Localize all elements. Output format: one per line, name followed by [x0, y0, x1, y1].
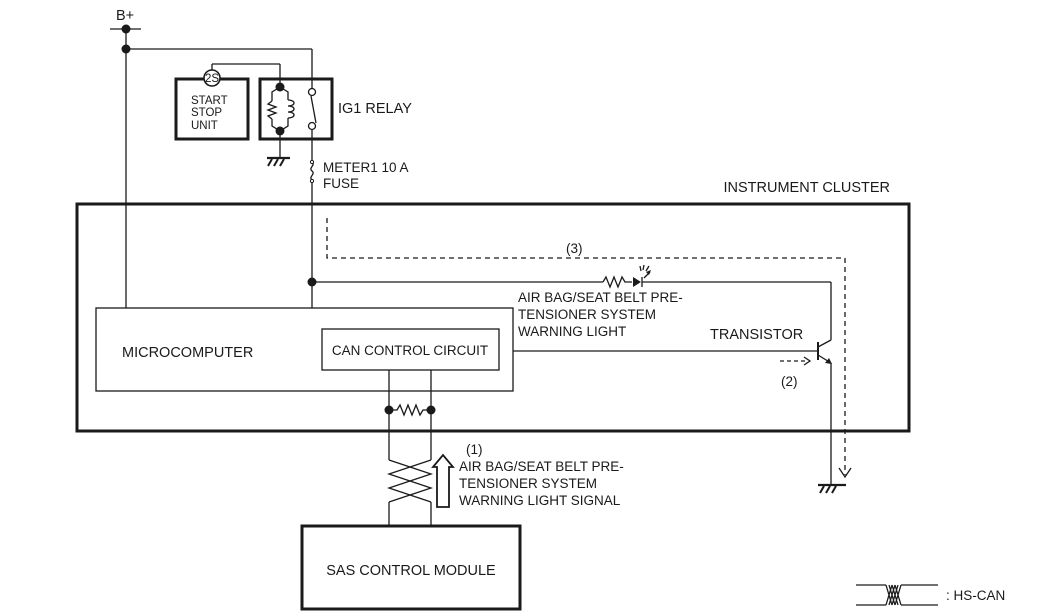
signal-label-line2: TENSIONER SYSTEM — [459, 476, 597, 491]
sas-control-module: SAS CONTROL MODULE — [300, 524, 522, 611]
fuse-terminal-top — [309, 159, 315, 165]
legend-twisted-pair-icon — [885, 584, 902, 606]
can-control-circuit-label: CAN CONTROL CIRCUIT — [332, 343, 488, 358]
instrument-cluster-label: INSTRUMENT CLUSTER — [724, 180, 891, 196]
connector-2s — [203, 69, 221, 87]
step-3-label: (3) — [566, 241, 583, 256]
microcomputer-box — [95, 307, 514, 392]
warning-light-led-icon — [633, 264, 651, 287]
ssu-label-line2: STOP — [191, 107, 222, 119]
connector-2s-label: 2S — [205, 73, 219, 85]
transistor: TRANSISTOR — [513, 327, 846, 494]
step-3-dashed-path — [326, 218, 846, 475]
step-2-indicator: (2) — [780, 356, 812, 389]
step-3-indicator: (3) — [326, 218, 852, 479]
fuse-label-line1: METER1 10 A — [323, 160, 409, 175]
fuse-label-line2: FUSE — [323, 176, 359, 191]
ground-icon-transistor — [818, 483, 846, 494]
legend-label: : HS-CAN — [946, 588, 1005, 603]
microcomputer-label: MICROCOMPUTER — [122, 345, 253, 361]
relay-contact-top — [307, 87, 317, 97]
relay-coil-lead-bottom — [279, 118, 289, 132]
b-plus-label: B+ — [116, 8, 134, 24]
b-plus-terminal: B+ — [110, 8, 313, 308]
step-3-arrow-icon — [838, 467, 852, 479]
ig1-relay-box — [258, 77, 334, 141]
hs-can-bus — [384, 370, 436, 525]
warning-light-label-line2: TENSIONER SYSTEM — [518, 307, 656, 322]
ig1-relay-label: IG1 RELAY — [338, 101, 412, 117]
ground-icon-relay — [267, 156, 290, 167]
step-1-label: (1) — [466, 442, 483, 457]
sas-control-module-label: SAS CONTROL MODULE — [326, 563, 496, 579]
transistor-label: TRANSISTOR — [710, 327, 803, 343]
start-stop-unit: 2S START STOP UNIT — [174, 63, 281, 141]
warning-light-label-line1: AIR BAG/SEAT BELT PRE- — [518, 290, 683, 305]
ssu-label-line1: START — [191, 95, 228, 107]
microcomputer: MICROCOMPUTER CAN CONTROL CIRCUIT — [95, 307, 514, 392]
warning-light-resistor-icon — [602, 275, 632, 289]
warning-light-label-line3: WARNING LIGHT — [518, 324, 626, 339]
relay-switch-icon — [310, 95, 317, 124]
instrument-cluster: INSTRUMENT CLUSTER — [75, 180, 911, 433]
step-2-arrow-icon — [803, 356, 812, 366]
instrument-cluster-box — [75, 202, 911, 433]
relay-resistor-icon — [266, 100, 278, 120]
transistor-collector — [817, 339, 832, 348]
relay-coil-lead-top — [279, 86, 289, 100]
transistor-emitter-arrow-icon — [825, 358, 832, 364]
warning-light-circuit: AIR BAG/SEAT BELT PRE- TENSIONER SYSTEM … — [312, 264, 832, 340]
relay-resistor-lead-top — [271, 86, 281, 101]
step-2-label: (2) — [781, 374, 798, 389]
sas-control-module-box — [300, 524, 522, 611]
fuse-icon — [310, 161, 314, 181]
step-1-indicator: (1) AIR BAG/SEAT BELT PRE- TENSIONER SYS… — [431, 442, 624, 508]
signal-label-line1: AIR BAG/SEAT BELT PRE- — [459, 459, 624, 474]
twisted-pair-icon-b — [386, 459, 434, 503]
relay-resistor-lead-bottom — [271, 119, 281, 132]
meter1-fuse: METER1 10 A FUSE — [307, 130, 409, 308]
ig1-relay: IG1 RELAY — [258, 77, 412, 167]
relay-coil-icon — [287, 99, 295, 119]
can-control-circuit-box — [321, 328, 500, 371]
legend-hs-can: : HS-CAN — [856, 584, 1005, 606]
signal-up-arrow-icon — [431, 453, 455, 508]
signal-label-line3: WARNING LIGHT SIGNAL — [459, 493, 621, 508]
relay-contact-bottom — [307, 121, 317, 131]
ssu-label-line3: UNIT — [191, 120, 218, 132]
termination-resistor-icon — [389, 403, 431, 417]
